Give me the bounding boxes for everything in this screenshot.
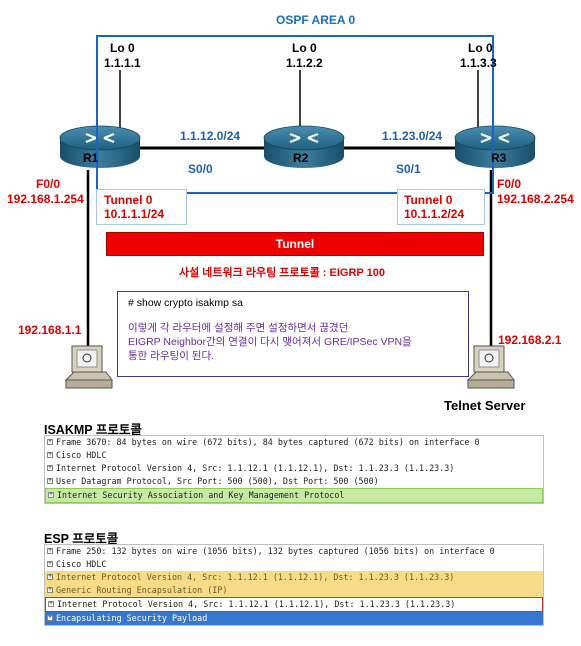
loopback-r1-name: Lo 0 <box>110 41 135 55</box>
isakmp-packet-tree: +Frame 3670: 84 bytes on wire (672 bits)… <box>44 435 544 504</box>
loopback-r2-ip: 1.1.2.2 <box>286 56 323 70</box>
expand-icon[interactable]: + <box>47 451 53 458</box>
routing-protocol-note: 사설 네트워크 라우팅 프로토콜 : EIGRP 100 <box>179 267 385 279</box>
packet-row[interactable]: +Frame 3670: 84 bytes on wire (672 bits)… <box>47 437 480 447</box>
expand-icon[interactable]: + <box>48 600 54 607</box>
packet-row-selected[interactable]: +Encapsulating Security Payload <box>45 612 543 625</box>
expand-icon[interactable]: + <box>48 491 54 498</box>
telnet-server-label: Telnet Server <box>444 398 526 413</box>
packet-row[interactable]: +Generic Routing Encapsulation (IP) <box>45 584 543 597</box>
router-r3-icon[interactable] <box>454 125 536 168</box>
tunnel-right-name: Tunnel 0 <box>404 193 453 207</box>
packet-row[interactable]: +Internet Protocol Version 4, Src: 1.1.1… <box>45 571 543 584</box>
info-desc-line1: 이렇게 각 라우터에 설정해 주면 설정하면서 끊겼던 <box>128 322 349 334</box>
tunnel-right-box <box>397 189 485 225</box>
info-box: # show crypto isakmp sa 이렇게 각 라우터에 설정해 주… <box>117 291 469 377</box>
packet-row[interactable]: +Internet Protocol Version 4, Src: 1.1.1… <box>47 463 455 473</box>
packet-row-highlighted[interactable]: +Internet Security Association and Key M… <box>45 488 543 503</box>
packet-row[interactable]: +Frame 250: 132 bytes on wire (1056 bits… <box>47 546 495 556</box>
tunnel-left-ip: 10.1.1.1/24 <box>104 207 165 221</box>
esp-section-title: ESP 프로토콜 <box>44 532 119 546</box>
packet-row-highlighted[interactable]: +Internet Protocol Version 4, Src: 1.1.1… <box>45 597 543 612</box>
info-command: # show crypto isakmp sa <box>128 297 243 309</box>
pc-icon-left[interactable] <box>64 345 113 389</box>
pc2-ip: 192.168.2.1 <box>498 333 562 347</box>
info-desc-line2: EIGRP Neighbor간의 연결이 다시 맺어져서 GRE/IPSec V… <box>128 336 412 348</box>
ospf-area-box <box>96 35 494 194</box>
link-r2-r3-network: 1.1.23.0/24 <box>382 129 443 143</box>
r1-lan-interface: F0/0 <box>36 177 61 191</box>
router-r2-label: R2 <box>293 151 309 165</box>
router-r1-label: R1 <box>83 151 99 165</box>
tunnel-right-ip: 10.1.1.2/24 <box>404 207 465 221</box>
expand-icon[interactable]: + <box>47 586 53 593</box>
r3-lan-ip: 192.168.2.254 <box>497 192 574 206</box>
expand-icon[interactable]: + <box>47 573 53 580</box>
loopback-r1-ip: 1.1.1.1 <box>104 56 141 70</box>
pc1-ip: 192.168.1.1 <box>18 323 82 337</box>
expand-icon[interactable]: + <box>47 438 53 445</box>
router-r1-icon[interactable] <box>59 125 141 168</box>
info-desc-line3: 통한 라우팅이 된다. <box>128 350 215 362</box>
expand-icon[interactable]: + <box>47 614 53 621</box>
router-r3-label: R3 <box>491 151 507 165</box>
isakmp-section-title: ISAKMP 프로토콜 <box>44 423 142 437</box>
tunnel-bar: Tunnel <box>106 232 484 256</box>
packet-row[interactable]: +Cisco HDLC <box>47 559 107 569</box>
expand-icon[interactable]: + <box>47 464 53 471</box>
link-r2-r3-interface: S0/1 <box>396 162 421 176</box>
link-r1-r2-network: 1.1.12.0/24 <box>180 129 241 143</box>
packet-row[interactable]: +User Datagram Protocol, Src Port: 500 (… <box>47 476 379 486</box>
link-r1-r2-interface: S0/0 <box>188 162 213 176</box>
tunnel-left-box <box>96 189 187 225</box>
ospf-area-title: OSPF AREA 0 <box>276 13 356 27</box>
loopback-r3-name: Lo 0 <box>468 41 493 55</box>
expand-icon[interactable]: + <box>47 547 53 554</box>
expand-icon[interactable]: + <box>47 560 53 567</box>
esp-packet-tree: +Frame 250: 132 bytes on wire (1056 bits… <box>44 544 544 626</box>
tunnel-left-name: Tunnel 0 <box>104 193 153 207</box>
loopback-r3-ip: 1.1.3.3 <box>460 56 497 70</box>
loopback-r2-name: Lo 0 <box>292 41 317 55</box>
router-r2-icon[interactable] <box>263 125 345 168</box>
server-pc-icon[interactable] <box>466 345 515 389</box>
r1-lan-ip: 192.168.1.254 <box>7 192 84 206</box>
expand-icon[interactable]: + <box>47 477 53 484</box>
packet-row[interactable]: +Cisco HDLC <box>47 450 107 460</box>
r3-lan-interface: F0/0 <box>497 177 522 191</box>
